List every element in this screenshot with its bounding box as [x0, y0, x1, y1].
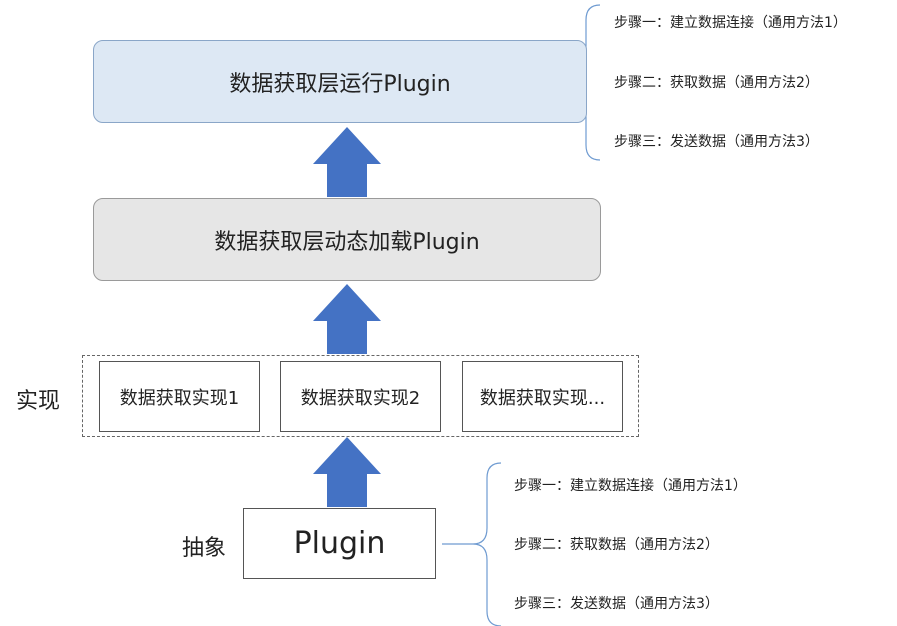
bottom-step-1: 步骤一：建立数据连接（通用方法1） [514, 478, 747, 494]
bottom-step-2: 步骤二：获取数据（通用方法2） [514, 537, 719, 553]
plugin-label: Plugin [293, 526, 386, 561]
impl-box-1-label: 数据获取实现1 [119, 387, 240, 409]
up-arrow-1 [313, 127, 381, 197]
impl-box-2: 数据获取实现2 [280, 361, 441, 432]
top-step-2: 步骤二：获取数据（通用方法2） [614, 75, 819, 91]
run-plugin-label: 数据获取层运行Plugin [229, 71, 451, 97]
up-arrow-3 [313, 437, 381, 507]
abstract-side-label: 抽象 [182, 536, 227, 561]
top-step-1: 步骤一：建立数据连接（通用方法1） [614, 15, 847, 31]
plugin-box: Plugin [243, 508, 436, 579]
top-step-3: 步骤三：发送数据（通用方法3） [614, 134, 819, 150]
impl-side-label: 实现 [16, 389, 61, 414]
impl-group [82, 355, 639, 437]
up-arrow-2 [313, 284, 381, 354]
impl-box-3-label: 数据获取实现... [479, 387, 606, 409]
bottom-step-3: 步骤三：发送数据（通用方法3） [514, 596, 719, 612]
impl-box-2-label: 数据获取实现2 [300, 387, 421, 409]
dynamic-load-box: 数据获取层动态加载Plugin [93, 198, 601, 281]
impl-box-1: 数据获取实现1 [99, 361, 260, 432]
dynamic-load-label: 数据获取层动态加载Plugin [214, 229, 480, 255]
run-plugin-box: 数据获取层运行Plugin [93, 40, 587, 123]
impl-box-3: 数据获取实现... [462, 361, 623, 432]
bottom-brace [442, 462, 502, 626]
